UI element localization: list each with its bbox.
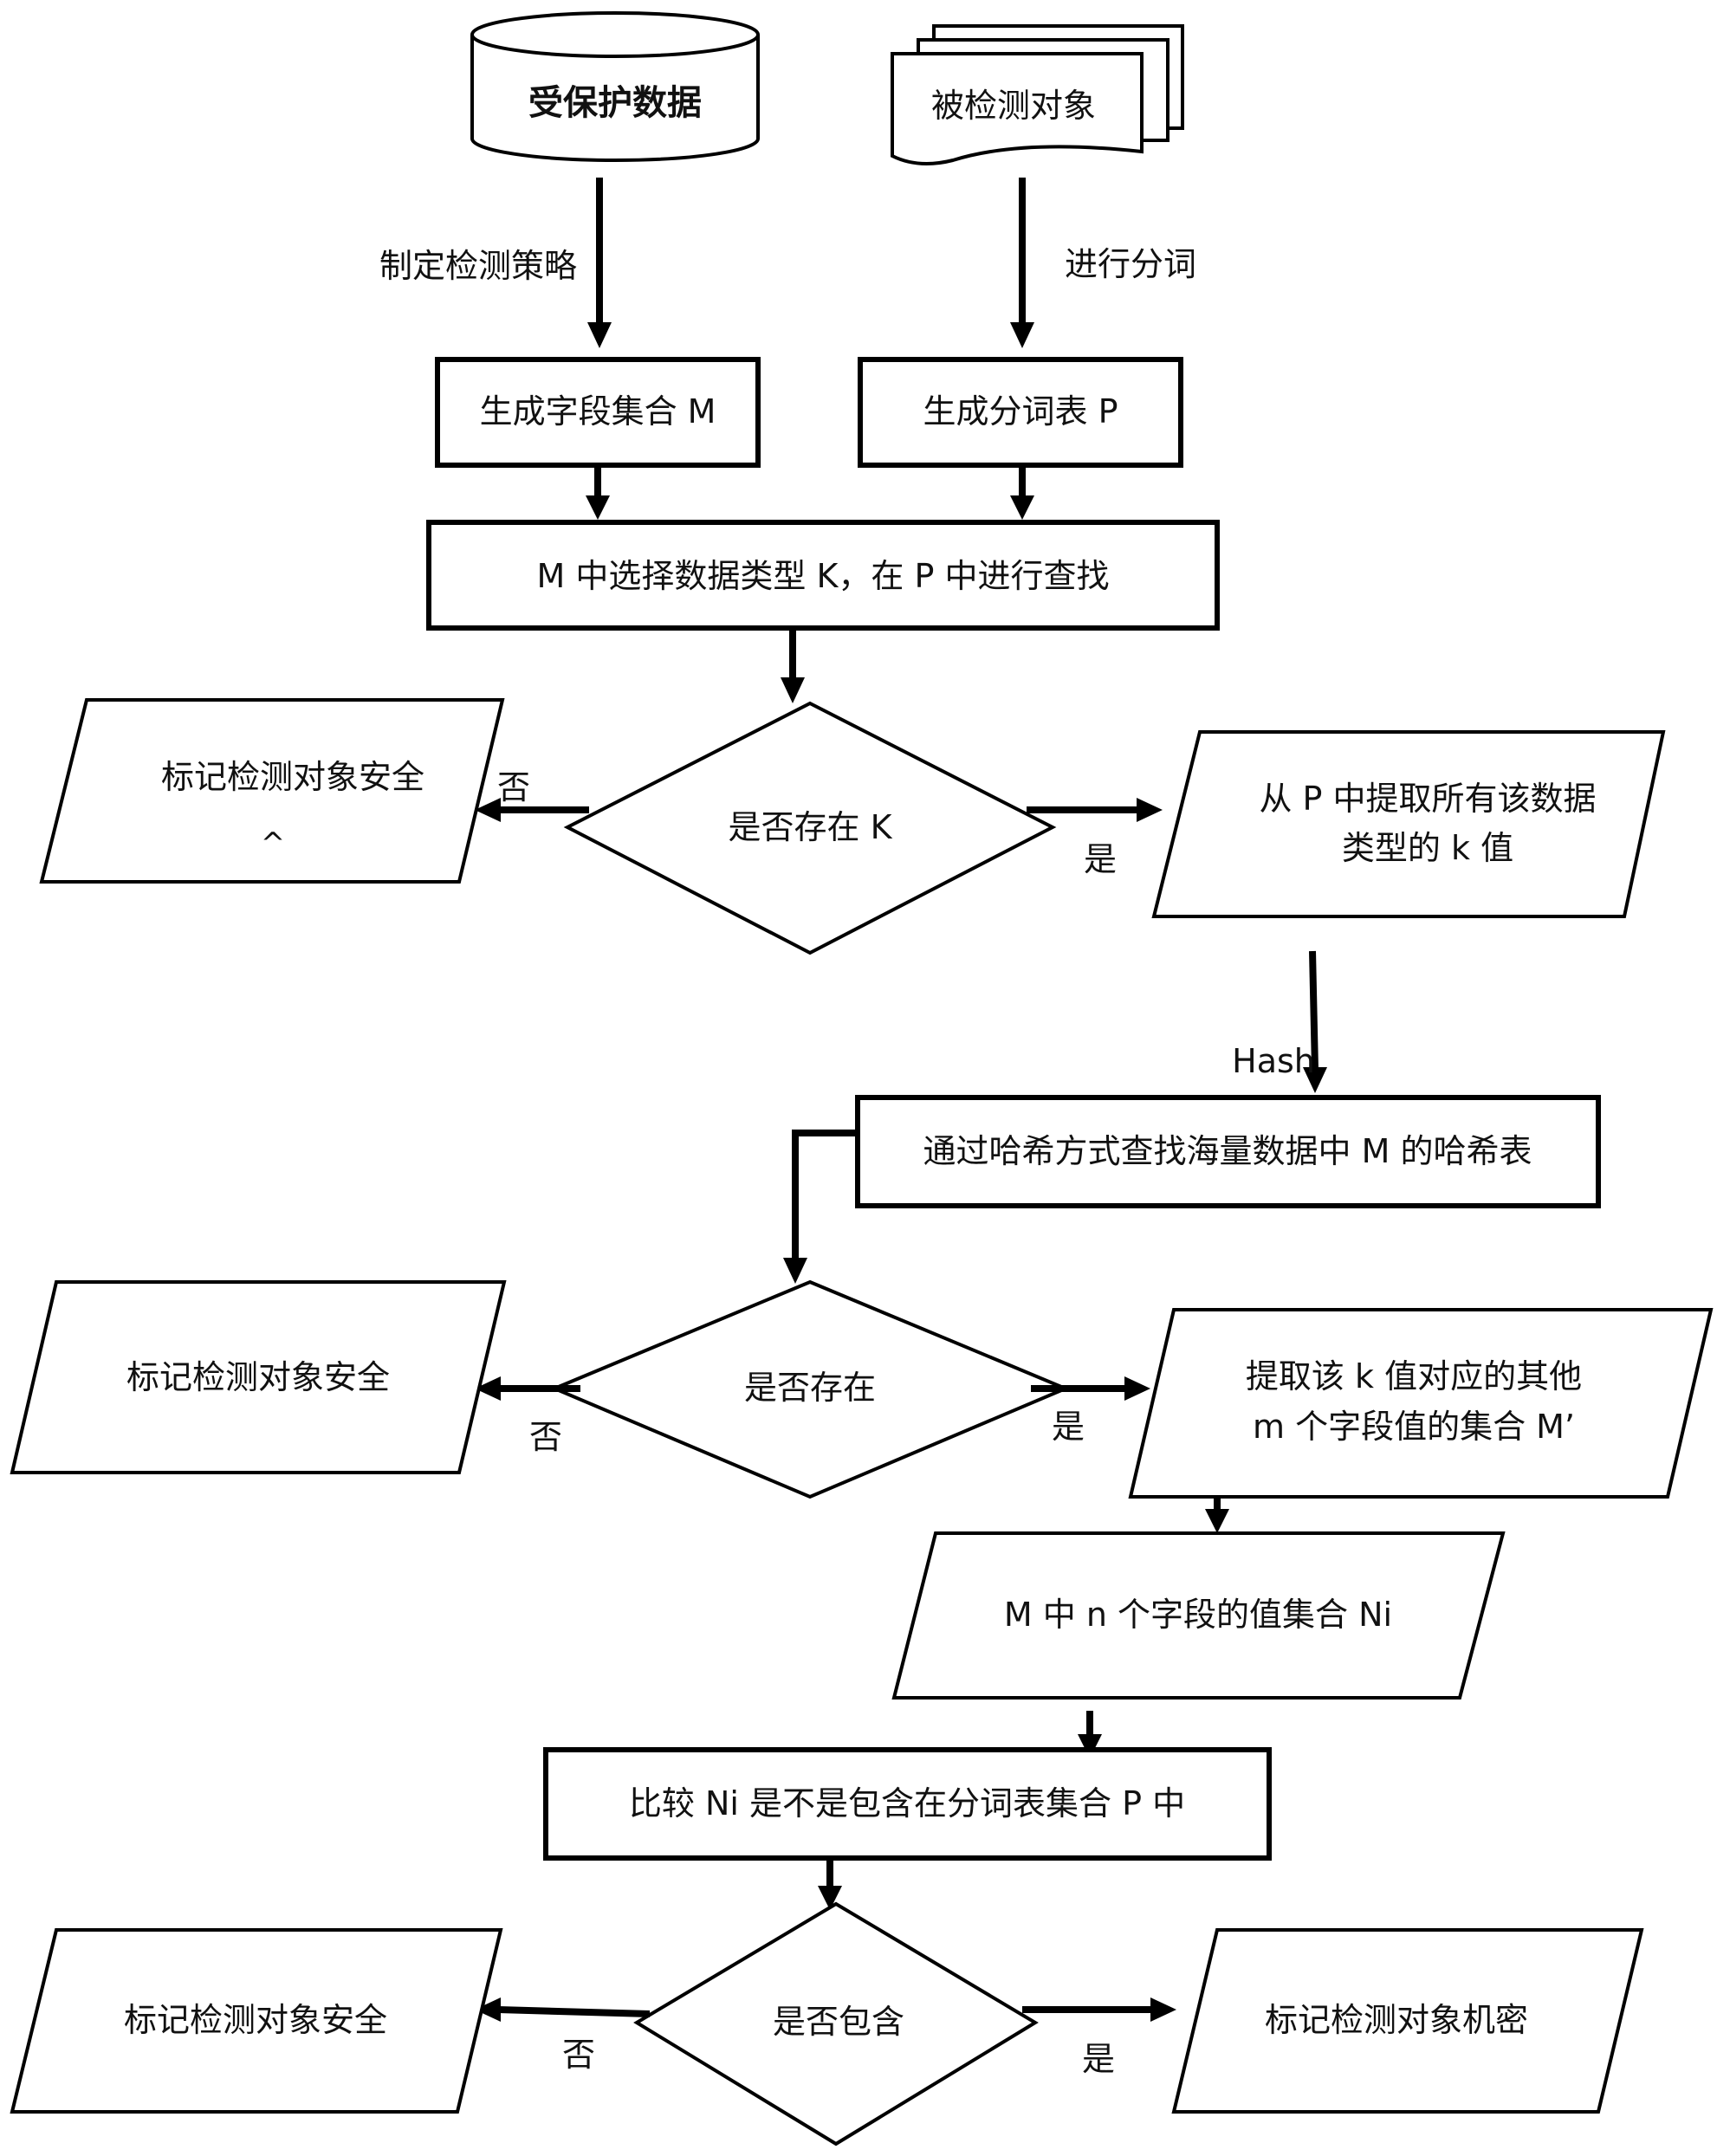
edge-label-no-1: 否 (497, 768, 530, 806)
secret-label: 标记检测对象机密 (1265, 2001, 1528, 2039)
compare-label: 比较 Ni 是不是包含在分词表集合 P 中 (629, 1784, 1185, 1823)
detected-object-label: 被检测对象 (931, 87, 1096, 125)
detected-object-documents: 被检测对象 (891, 24, 1184, 165)
extract-m-label-1: 提取该 k 值对应的其他 (1246, 1357, 1582, 1395)
hash-lookup-label: 通过哈希方式查找海量数据中 M 的哈希表 (923, 1132, 1532, 1170)
arrow-extract-to-ni-head (1205, 1509, 1229, 1533)
arrow-decision-exist-no-head (475, 1376, 501, 1401)
decision-exist-diamond (549, 1279, 1071, 1499)
safe-2-label: 标记检测对象安全 (126, 1358, 390, 1396)
decision-contain-label: 是否包含 (773, 2003, 904, 2041)
arrow-hash-to-decision (792, 1130, 858, 1260)
select-search-label: M 中选择数据类型 K，在 P 中进行查找 (537, 557, 1110, 595)
arrow-decision-k-yes-head (1137, 798, 1163, 822)
decision-exist-label: 是否存在 (744, 1369, 876, 1407)
compare-box (543, 1747, 1272, 1861)
edge-label-policy: 制定检测策略 (379, 247, 577, 285)
edge-label-yes-1: 是 (1084, 840, 1117, 878)
arrow-decision-contain-yes-head (1150, 1997, 1176, 2022)
edge-label-tokenize: 进行分词 (1065, 245, 1196, 283)
safe-2-parallelogram (10, 1280, 507, 1474)
arrow-tokenize-head (1010, 322, 1034, 348)
edge-label-yes-2: 是 (1052, 1408, 1085, 1446)
arrow-token-to-select-head (1010, 495, 1034, 520)
edge-label-no-2: 否 (529, 1418, 562, 1456)
safe-1-label: 标记检测对象安全 (161, 758, 424, 796)
extract-m-parallelogram (1128, 1308, 1714, 1499)
edge-label-no-3: 否 (562, 2036, 595, 2074)
arrow-hash (1309, 950, 1319, 1071)
decision-contain-diamond (633, 1901, 1039, 2146)
field-set-label: 生成字段集合 M (480, 392, 716, 431)
ni-set-parallelogram (891, 1531, 1506, 1700)
protected-data-label: 受保护数据 (528, 83, 702, 123)
safe-3-label: 标记检测对象安全 (124, 2001, 387, 2039)
arrow-decision-exist-yes-head (1124, 1376, 1150, 1401)
arrow-field-to-select-head (586, 495, 610, 520)
extract-m-label-2: m 个字段值的集合 M’ (1253, 1408, 1575, 1446)
token-table-label: 生成分词表 P (923, 392, 1118, 431)
extract-k-label-2: 类型的 k 值 (1342, 829, 1513, 867)
arrow-hash-to-decision-head (783, 1258, 807, 1284)
token-table-box (858, 357, 1183, 468)
hash-lookup-box (855, 1095, 1601, 1208)
decision-k-label: 是否存在 K (729, 808, 893, 846)
select-search-box (426, 520, 1220, 631)
safe-1-caret: ^ (261, 826, 286, 861)
ni-set-label: M 中 n 个字段的值集合 Ni (1004, 1596, 1392, 1634)
arrow-ni-to-compare-head (1078, 1734, 1102, 1758)
extract-k-label-1: 从 P 中提取所有该数据 (1259, 780, 1596, 818)
arrow-hash-head (1303, 1067, 1327, 1093)
protected-data-cylinder: 受保护数据 (470, 11, 760, 162)
arrow-decision-contain-no-head (475, 1997, 501, 2022)
edge-label-hash: Hash (1232, 1042, 1315, 1080)
safe-1-parallelogram (39, 698, 505, 884)
arrow-policy-head (587, 322, 612, 348)
safe-3-parallelogram (10, 1928, 503, 2114)
decision-k-diamond (563, 701, 1057, 955)
arrow-decision-contain-no (497, 2006, 651, 2017)
edge-label-yes-3: 是 (1082, 2040, 1115, 2078)
secret-parallelogram (1171, 1928, 1644, 2114)
field-set-box (435, 357, 761, 468)
arrow-select-to-decision-head (781, 677, 805, 703)
arrow-decision-k-no-head (475, 798, 501, 822)
arrow-compare-to-decision-head (818, 1886, 842, 1910)
extract-k-parallelogram (1151, 730, 1666, 918)
